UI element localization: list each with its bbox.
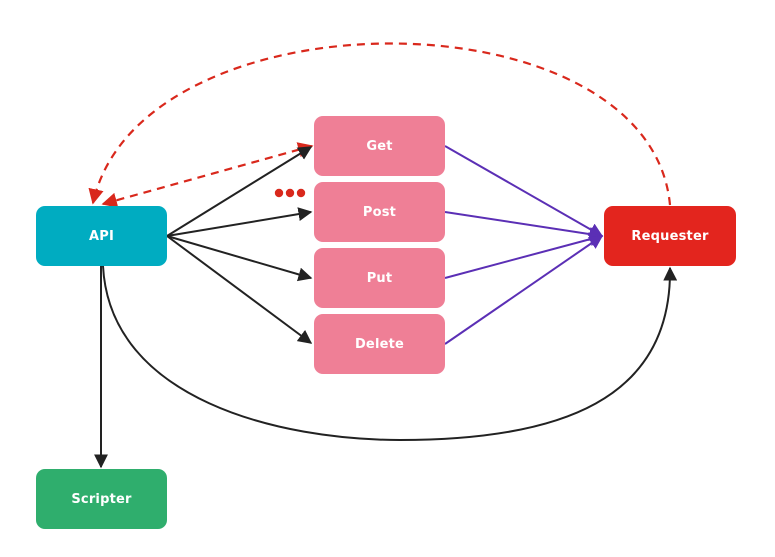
node-delete[interactable]: Delete <box>314 314 445 374</box>
node-scripter-label: Scripter <box>71 491 132 507</box>
node-get[interactable]: Get <box>314 116 445 176</box>
arrow-api-to-post <box>166 207 313 237</box>
node-get-label: Get <box>366 138 393 154</box>
node-delete-label: Delete <box>354 336 405 352</box>
arrow-post-to-requester <box>444 211 604 242</box>
node-post-label: Post <box>362 204 397 220</box>
arrow-api-to-delete <box>166 235 313 344</box>
node-api-label: API <box>88 228 115 244</box>
node-put[interactable]: Put <box>314 248 445 308</box>
arrow-api-to-get <box>166 146 313 237</box>
arrow-api-to-requester-curve <box>102 265 678 442</box>
node-requester-label: Requester <box>631 228 709 244</box>
arrow-api-to-put <box>166 235 313 282</box>
node-scripter[interactable]: Scripter <box>36 469 167 529</box>
node-requester[interactable]: Requester <box>604 206 736 266</box>
arrow-get-to-requester <box>444 145 604 237</box>
node-put-label: Put <box>366 270 393 286</box>
more-methods-ellipsis-icon <box>274 188 306 198</box>
arrow-delete-to-requester <box>444 235 604 345</box>
arrow-put-to-requester <box>444 232 604 279</box>
node-api[interactable]: API <box>36 206 167 266</box>
node-post[interactable]: Post <box>314 182 445 242</box>
dashed-arrow-requester-to-api <box>88 42 672 206</box>
